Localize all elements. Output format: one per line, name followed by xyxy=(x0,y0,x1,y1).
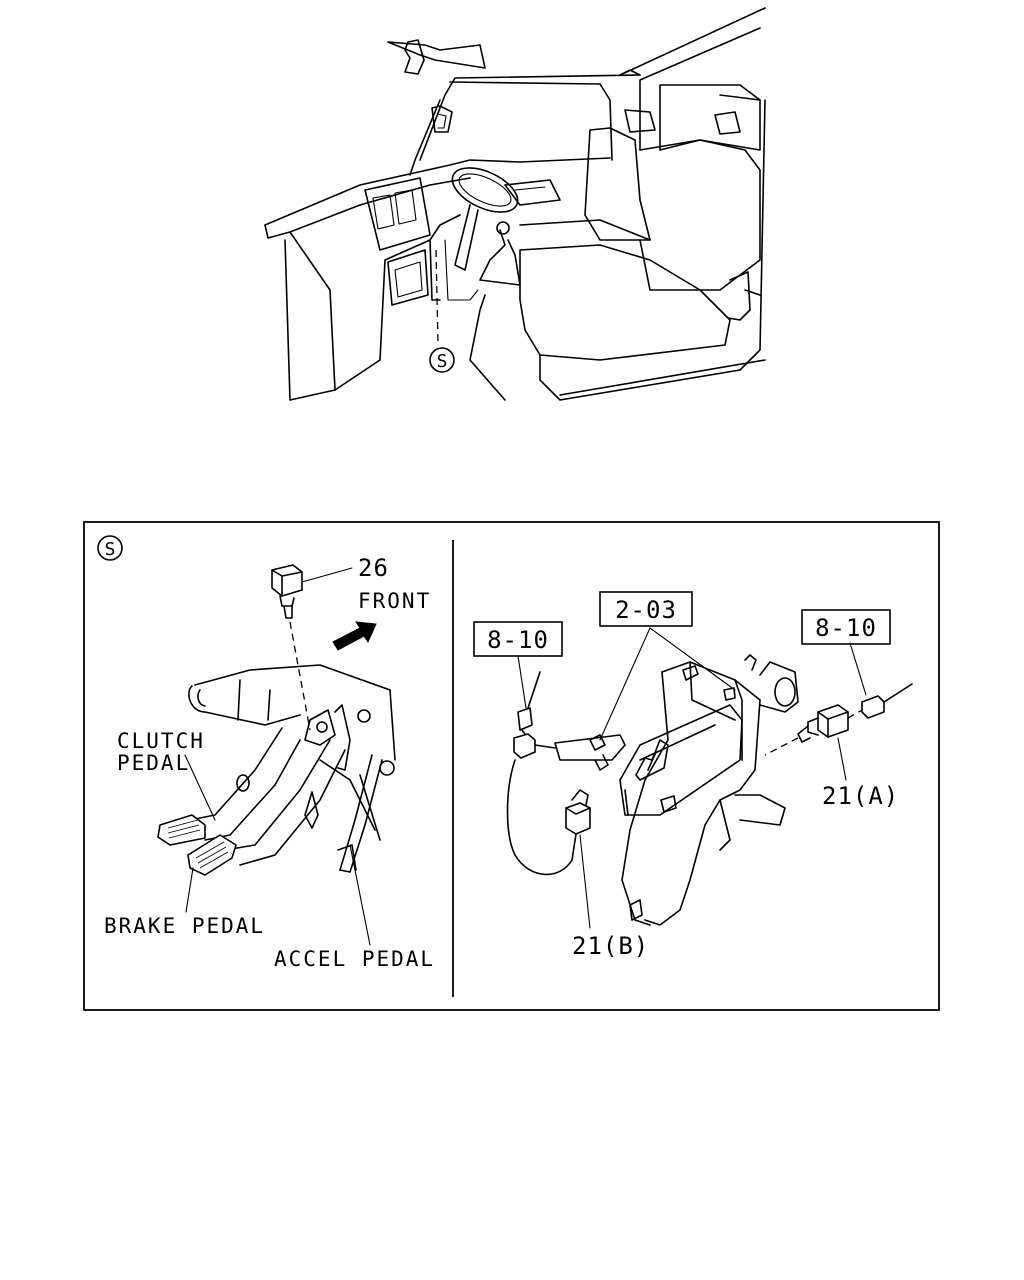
part-number-21b: 21(B) xyxy=(572,932,649,960)
ref-2-03: 2-03 xyxy=(615,596,677,624)
front-direction-label: FRONT xyxy=(358,589,431,613)
ref-box-2-03 xyxy=(599,591,693,627)
pedal-assembly-illustration xyxy=(157,564,396,946)
location-marker-s-detail: S xyxy=(97,535,123,561)
cab-interior-illustration xyxy=(264,7,766,401)
ref-box-8-10-left xyxy=(473,621,563,657)
ref-box-8-10-right xyxy=(801,609,891,645)
clutch-pedal-label-line1: CLUTCH xyxy=(117,729,205,753)
clutch-pedal-label-line2: PEDAL xyxy=(117,751,190,775)
part-number-21a: 21(A) xyxy=(822,782,899,810)
accel-pedal-label: ACCEL PEDAL xyxy=(274,947,435,971)
brake-pedal-label: BRAKE PEDAL xyxy=(104,914,265,938)
switch-assembly-illustration xyxy=(506,627,913,929)
ref-8-10-left: 8-10 xyxy=(487,626,549,654)
ref-8-10-right: 8-10 xyxy=(815,614,877,642)
location-marker-s-overview: S xyxy=(429,347,455,373)
location-marker-label: S xyxy=(437,351,448,372)
part-number-26: 26 xyxy=(358,554,389,582)
detail-panel-frame xyxy=(83,521,940,1011)
detail-marker-label: S xyxy=(105,539,116,560)
